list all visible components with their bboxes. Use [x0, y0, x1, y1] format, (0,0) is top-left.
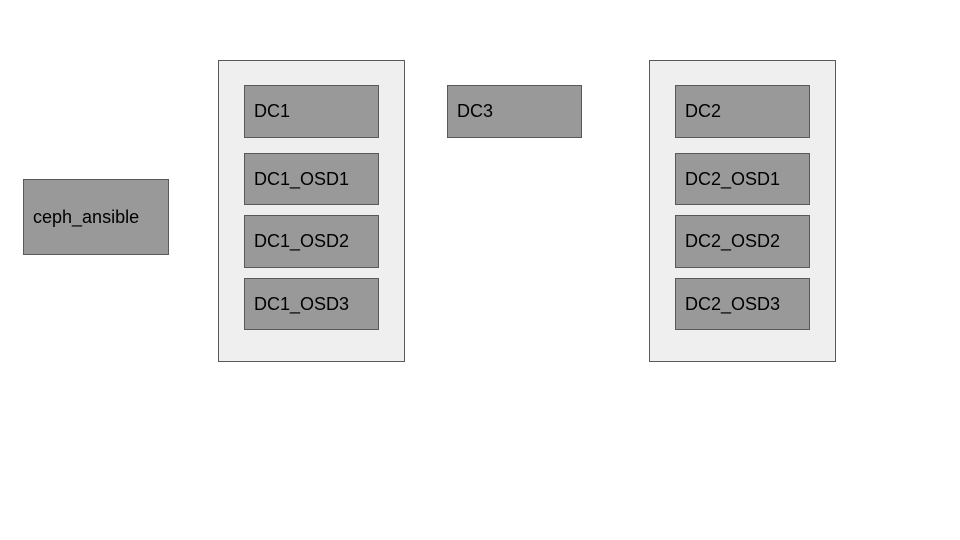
dc1-osd3-node: DC1_OSD3	[244, 278, 379, 330]
dc1-osd2-label: DC1_OSD2	[254, 231, 350, 251]
dc1-osd1-label: DC1_OSD1	[254, 168, 350, 189]
dc2-node: DC2	[675, 85, 810, 138]
dc3-node: DC3	[447, 85, 582, 138]
dc2-osd2-node: DC2_OSD2	[675, 215, 810, 268]
dc1-osd2-node: DC1_OSD2	[244, 215, 379, 268]
dc2-osd3-node: DC2_OSD3	[675, 278, 810, 330]
ceph-ansible-node: ceph_ansible	[23, 179, 169, 255]
ceph-ansible-label: ceph_ansible	[33, 206, 140, 227]
dc2-osd1-label: DC2_OSD1	[685, 168, 781, 189]
dc2-label: DC2	[685, 101, 722, 121]
dc1-osd3-label: DC1_OSD3	[254, 293, 350, 314]
dc1-node: DC1	[244, 85, 379, 138]
dc1-label: DC1	[254, 101, 291, 121]
dc3-label: DC3	[457, 101, 494, 121]
dc2-osd3-label: DC2_OSD3	[685, 293, 781, 314]
dc2-osd2-label: DC2_OSD2	[685, 231, 781, 251]
dc1-osd1-node: DC1_OSD1	[244, 153, 379, 205]
dc2-osd1-node: DC2_OSD1	[675, 153, 810, 205]
